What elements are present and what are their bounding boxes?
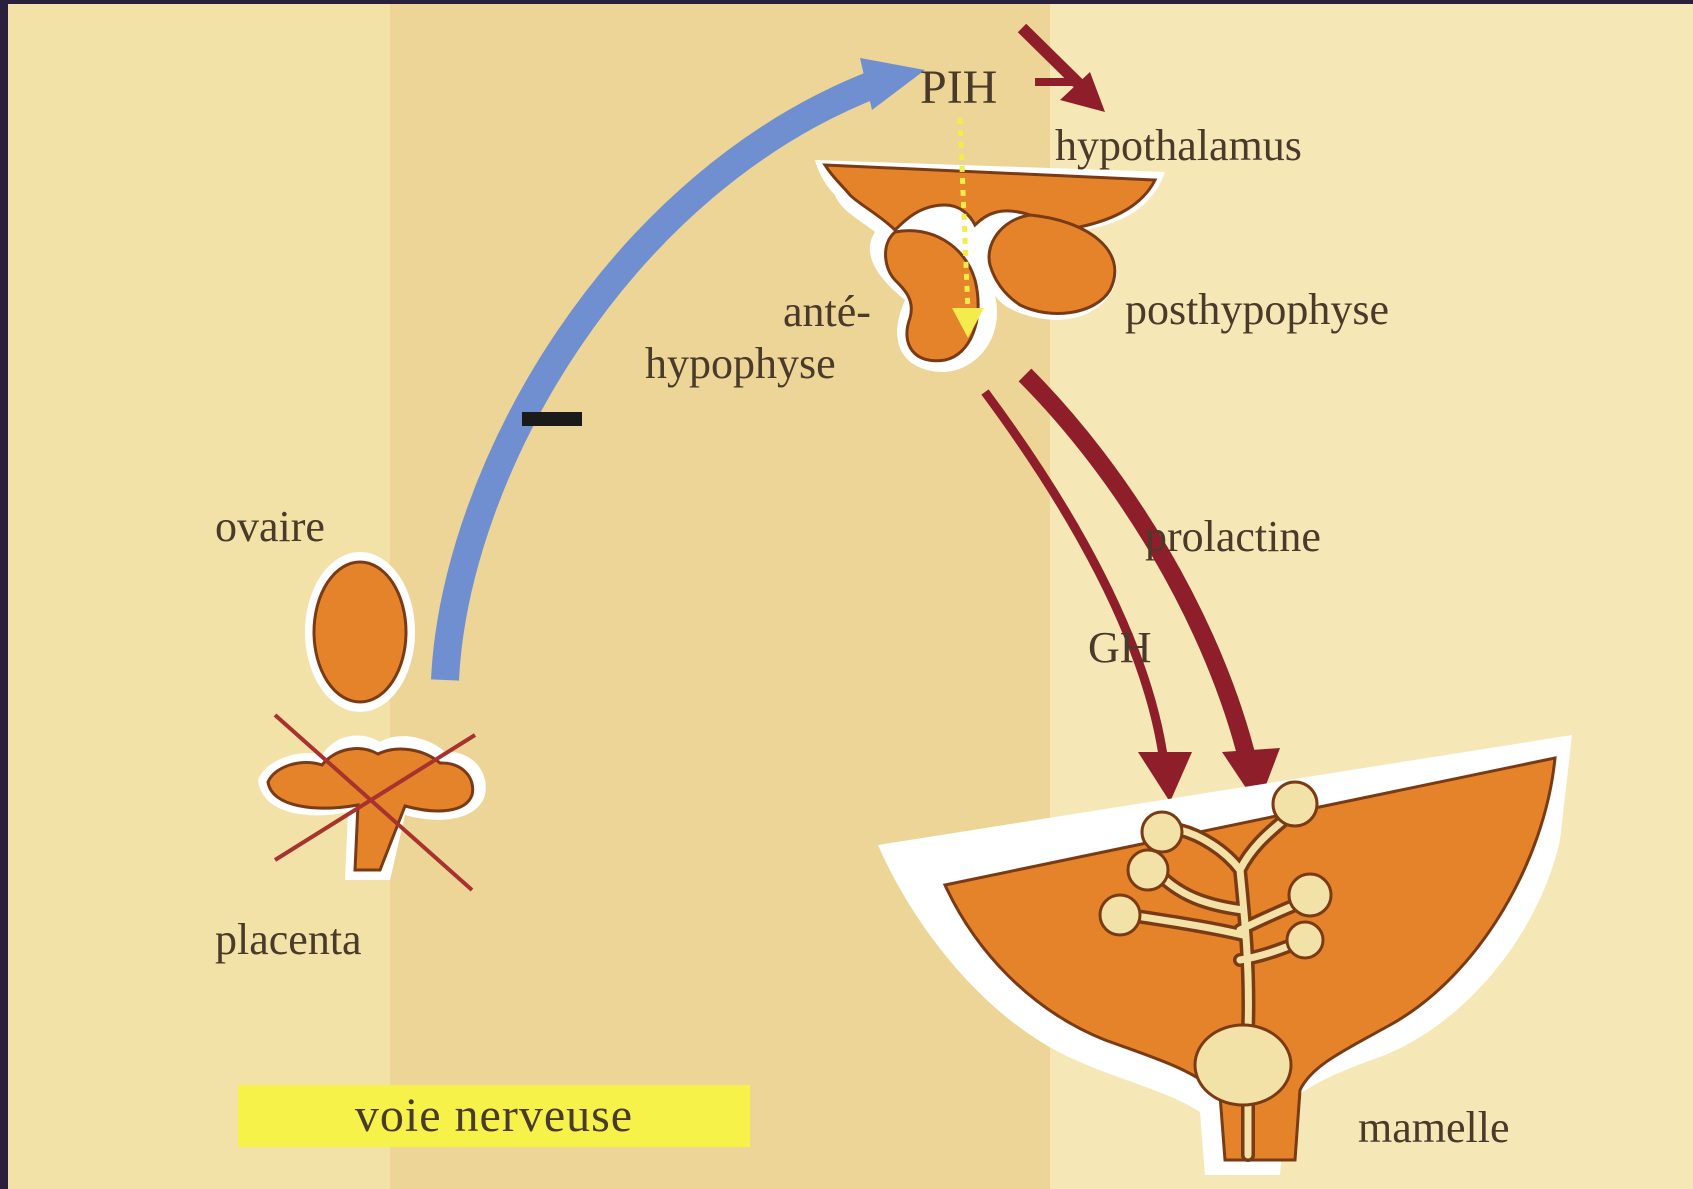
label-hypothalamus: hypothalamus <box>1055 124 1302 168</box>
label-prolactine: prolactine <box>1145 515 1321 559</box>
alveolus <box>1287 922 1323 958</box>
label-posthypophyse: posthypophyse <box>1125 288 1389 332</box>
alveolus <box>1289 874 1331 916</box>
label-ante: anté- <box>783 290 871 334</box>
alveolus <box>1100 895 1140 935</box>
label-placenta: placenta <box>215 918 362 962</box>
label-voie-nerveuse: voie nerveuse <box>238 1085 750 1147</box>
label-ovaire: ovaire <box>215 505 325 549</box>
label-pih: PIH <box>920 64 997 112</box>
minus-sign <box>522 412 582 426</box>
alveolus <box>1142 812 1182 852</box>
alveolus <box>1128 850 1168 890</box>
alveolus <box>1273 782 1317 826</box>
milk-sinus <box>1195 1025 1291 1105</box>
ovary-shape <box>314 562 406 702</box>
label-mamelle: mamelle <box>1358 1106 1510 1150</box>
label-gh: GH <box>1088 626 1152 670</box>
label-hypophyse: hypophyse <box>645 342 836 386</box>
